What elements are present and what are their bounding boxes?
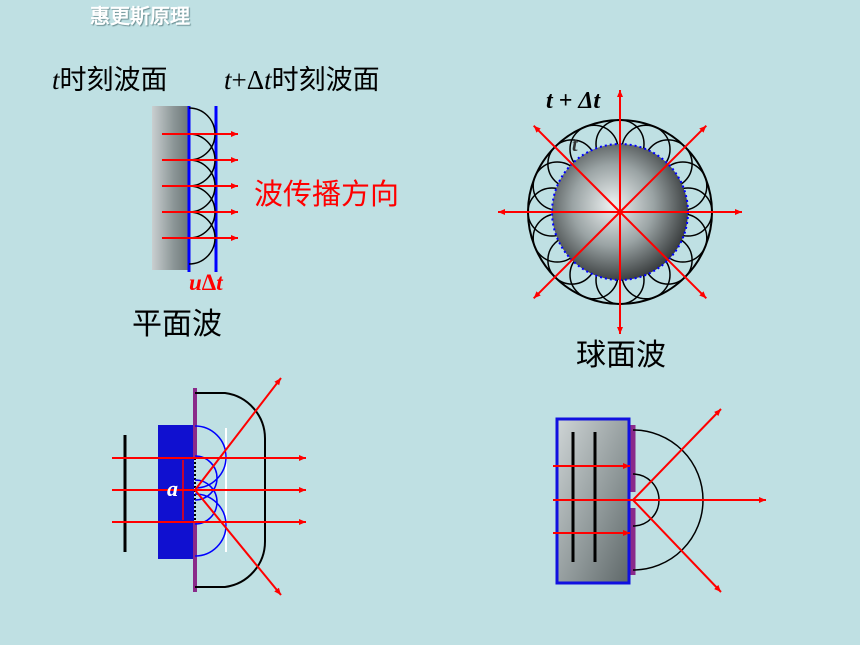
narrow-slit-diagram: [553, 408, 766, 593]
narrow-slit-rays: [553, 408, 766, 593]
plane-label-tdt-var: t: [224, 65, 232, 95]
spherical-ray: [619, 211, 708, 300]
slit-wall: [158, 425, 194, 559]
plane-label-t-caption: 时刻波面: [59, 65, 168, 96]
plane-medium-block: [152, 106, 188, 270]
spherical-wave-name: 球面波: [576, 338, 666, 373]
spherical-ray: [532, 211, 621, 300]
spherical-label-tdt: t + Δt: [546, 88, 601, 114]
plane-udt-t: t: [216, 270, 223, 295]
plane-label-tdt: t+Δt时刻波面: [224, 58, 380, 97]
slit-width-label: a: [167, 476, 178, 501]
slit-rays: [112, 377, 306, 596]
plane-label-t: t时刻波面: [52, 58, 168, 97]
plane-udt-delta: Δ: [201, 270, 217, 295]
plane-label-tdt-plus: +Δ: [231, 65, 265, 95]
plane-label-t-var: t: [52, 65, 60, 95]
plane-label-tdt-var2: t: [264, 65, 272, 95]
spherical-ray: [532, 124, 621, 213]
spherical-rays: [498, 90, 742, 334]
slide-title: 惠更斯原理: [90, 4, 190, 28]
plane-udt-label: uΔt: [189, 270, 223, 296]
plane-udt-u: u: [189, 270, 202, 295]
spherical-ray: [619, 124, 708, 213]
plane-direction-label: 波传播方向: [254, 177, 400, 211]
plane-wave-name: 平面波: [132, 307, 222, 342]
spherical-wave-diagram: [498, 90, 742, 334]
spherical-label-t: t: [572, 134, 578, 156]
plane-label-tdt-caption: 时刻波面: [271, 65, 380, 96]
plane-wave-diagram: [152, 106, 238, 272]
slit-diagram: [112, 377, 306, 596]
plane-rays: [162, 131, 238, 241]
